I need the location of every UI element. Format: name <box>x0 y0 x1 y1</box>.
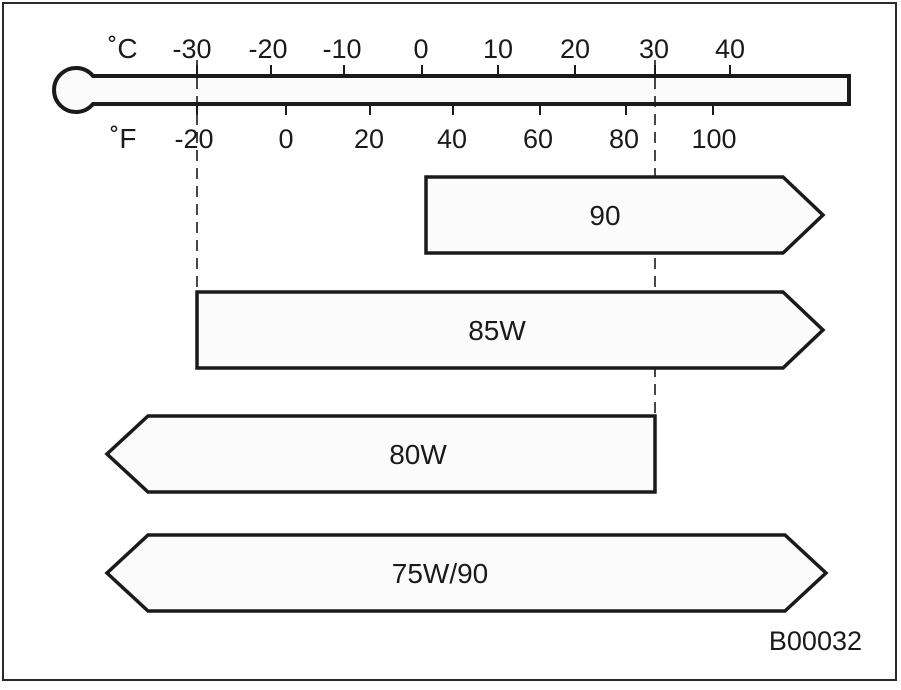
fahrenheit-unit-label: ˚F <box>110 123 136 154</box>
fahrenheit-tick-label: 20 <box>354 124 384 154</box>
range-bar-label: 80W <box>389 439 447 470</box>
range-bar-label: 90 <box>589 200 620 231</box>
figure-code: B00032 <box>769 626 862 656</box>
celsius-tick-label: -30 <box>172 34 211 64</box>
fahrenheit-tick-label: 40 <box>437 124 467 154</box>
celsius-tick-label: 20 <box>560 34 590 64</box>
celsius-tick-label: 0 <box>413 34 428 64</box>
fahrenheit-tick-label: -20 <box>174 124 213 154</box>
range-bar-75w-90: 75W/90 <box>104 533 829 613</box>
fahrenheit-scale: -20 0 20 40 60 80 100 <box>174 104 737 154</box>
fahrenheit-tick-label: 0 <box>278 124 293 154</box>
range-bar-label: 85W <box>468 315 526 346</box>
celsius-tick-label: 10 <box>483 34 513 64</box>
range-bar-shape <box>104 533 829 613</box>
celsius-tick-label: 30 <box>639 34 669 64</box>
fahrenheit-tick-label: 60 <box>523 124 553 154</box>
fahrenheit-tick-label: 100 <box>691 124 736 154</box>
celsius-unit-label: ˚C <box>108 33 138 64</box>
thermometer-icon <box>52 66 851 114</box>
celsius-scale: -30 -20 -10 0 10 20 30 40 <box>172 34 745 76</box>
range-bar-80w: 80W <box>104 414 657 494</box>
range-bar-90: 90 <box>424 175 826 255</box>
range-bar-label: 75W/90 <box>392 558 489 589</box>
range-bar-shape <box>104 414 657 494</box>
range-bar-shape <box>195 290 826 370</box>
range-bar-85w: 85W <box>195 290 826 370</box>
fahrenheit-tick-label: 80 <box>609 124 639 154</box>
celsius-tick-label: -20 <box>248 34 287 64</box>
range-bar-shape <box>424 175 826 255</box>
celsius-tick-label: 40 <box>715 34 745 64</box>
celsius-tick-label: -10 <box>322 34 361 64</box>
